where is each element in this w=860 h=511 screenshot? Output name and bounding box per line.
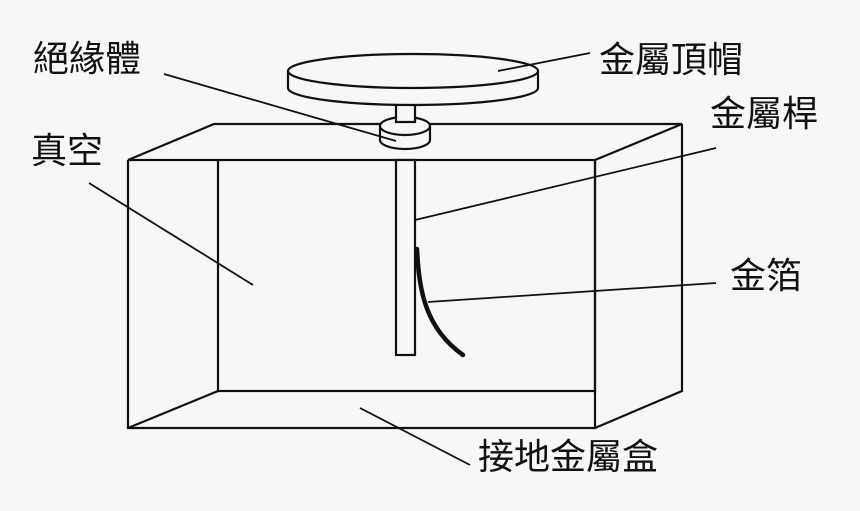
- metal-rod: [394, 158, 417, 357]
- label-metal-rod: 金屬桿: [710, 94, 819, 135]
- leader-gold-foil: [427, 282, 717, 303]
- insulator: [378, 115, 432, 151]
- label-insulator: 絕緣體: [33, 39, 142, 80]
- leader-lines: [88, 52, 717, 466]
- leader-metal-rod: [414, 147, 717, 221]
- leader-insulator: [163, 73, 397, 142]
- leader-vacuum: [88, 182, 254, 286]
- leader-grounded-box: [359, 407, 471, 466]
- box-top-face: [127, 122, 683, 162]
- gold-foil: [414, 246, 466, 358]
- label-vacuum: 真空: [31, 131, 104, 172]
- label-metal-cap: 金屬頂帽: [599, 40, 744, 81]
- box-front-face: [126, 160, 597, 430]
- box-bottom-left-edge: [127, 389, 219, 430]
- box-right-face: [594, 124, 684, 430]
- leader-metal-cap: [497, 52, 591, 72]
- label-gold-foil: 金箔: [730, 256, 803, 297]
- label-grounded-box: 接地金屬盒: [478, 437, 659, 478]
- metal-top-cap: [286, 52, 540, 107]
